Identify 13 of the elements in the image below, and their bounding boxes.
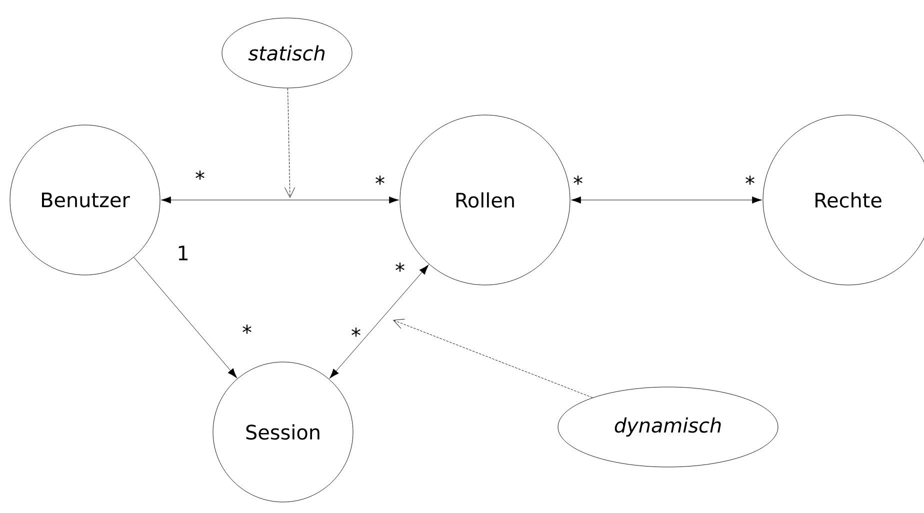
multiplicity-label: * bbox=[376, 176, 384, 185]
multiplicity-label: * bbox=[242, 324, 252, 334]
association-arrow bbox=[134, 257, 237, 378]
leader-line bbox=[393, 318, 593, 398]
multiplicity-label: 1 bbox=[178, 246, 188, 260]
leader-line bbox=[284, 88, 296, 198]
association-arrow bbox=[161, 196, 399, 204]
multiplicity-label: * bbox=[196, 170, 204, 180]
multiplicity-label: * bbox=[574, 176, 582, 185]
association-arrow bbox=[571, 196, 762, 204]
multiplicity-label: * bbox=[352, 328, 360, 337]
association-arrow bbox=[330, 264, 429, 378]
multiplicity-label: * bbox=[746, 176, 754, 185]
